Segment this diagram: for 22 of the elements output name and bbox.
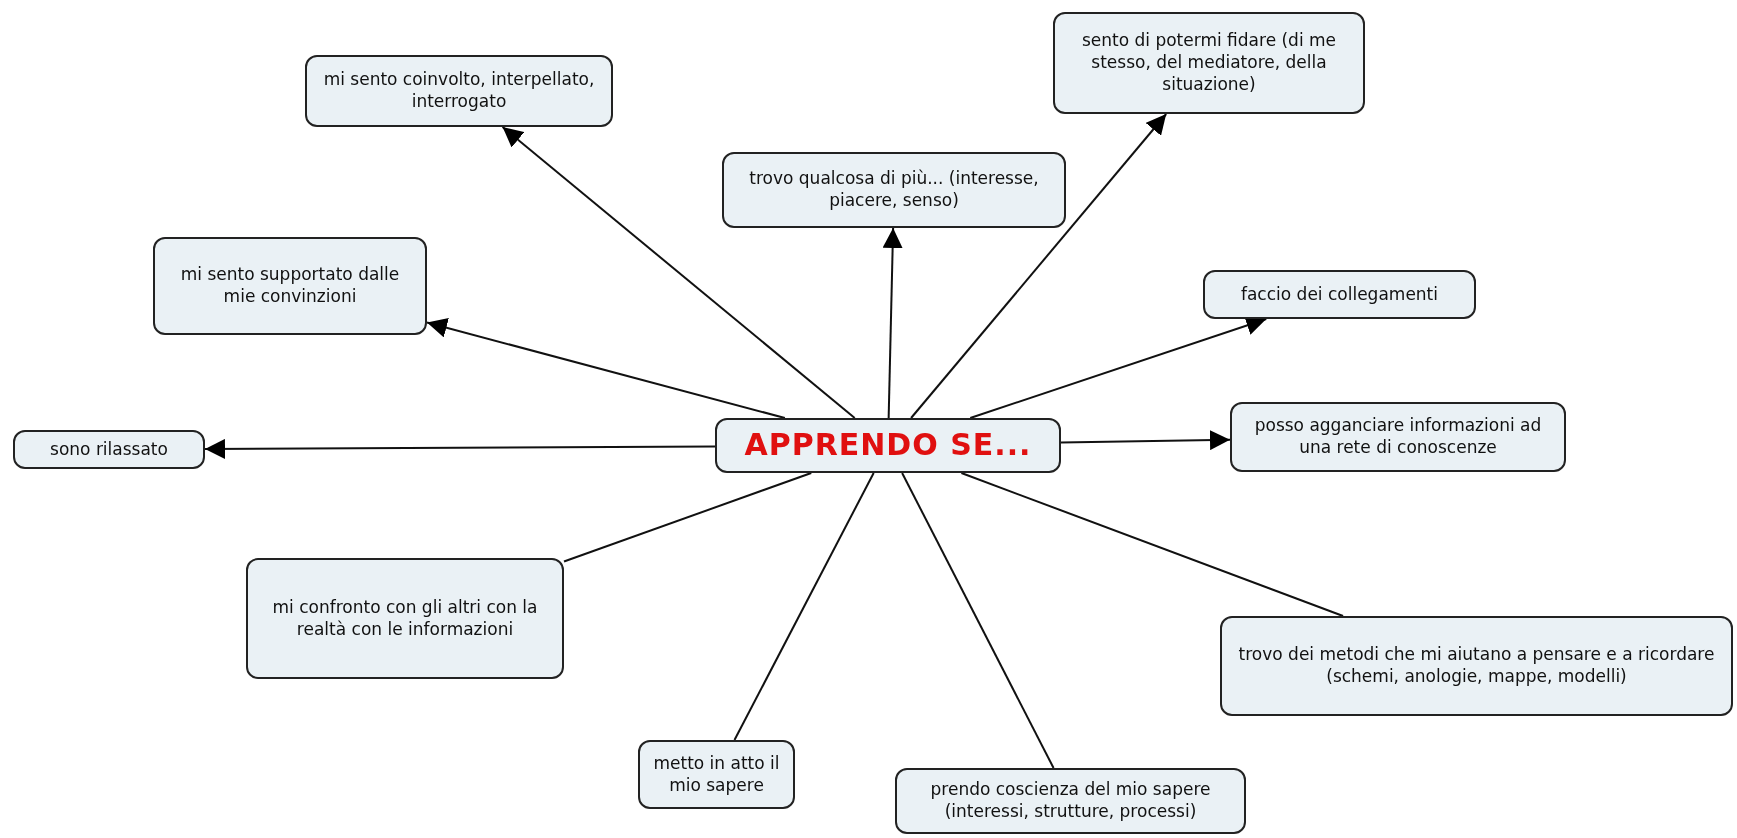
connector-line xyxy=(563,472,813,563)
arrow xyxy=(910,113,1168,419)
concept-box: mi sento coinvolto, interpellato, interrogato xyxy=(305,55,613,127)
concept-box: prendo coscienza del mio sapere (interessi, strutture, processi) xyxy=(895,768,1246,834)
arrow xyxy=(426,318,786,419)
concept-box: faccio dei collegamenti xyxy=(1203,270,1476,319)
arrow xyxy=(1060,430,1231,451)
concept-box: sono rilassato xyxy=(13,430,205,469)
concept-box: trovo qualcosa di più... (interesse, piacere, senso) xyxy=(722,152,1066,228)
arrow xyxy=(204,438,716,459)
connector-line xyxy=(901,472,1055,769)
concept-box: posso agganciare informazioni ad una rete di conoscenze xyxy=(1230,402,1566,472)
central-concept-box: APPRENDO SE... xyxy=(715,418,1061,473)
connector-line xyxy=(733,472,875,741)
concept-box: mi confronto con gli altri con la realtà con le informazioni xyxy=(246,558,564,679)
concept-box: sento di potermi fidare (di me stesso, del mediatore, della situazione) xyxy=(1053,12,1365,114)
connector-line xyxy=(960,472,1345,617)
concept-box: mi sento supportato dalle mie convinzioni xyxy=(153,237,427,335)
concept-box: metto in atto il mio sapere xyxy=(638,740,795,809)
arrow xyxy=(882,227,903,419)
arrow xyxy=(501,126,856,419)
concept-box: trovo dei metodi che mi aiutano a pensare e a ricordare (schemi, anologie, mappe, modelli) xyxy=(1220,616,1733,716)
